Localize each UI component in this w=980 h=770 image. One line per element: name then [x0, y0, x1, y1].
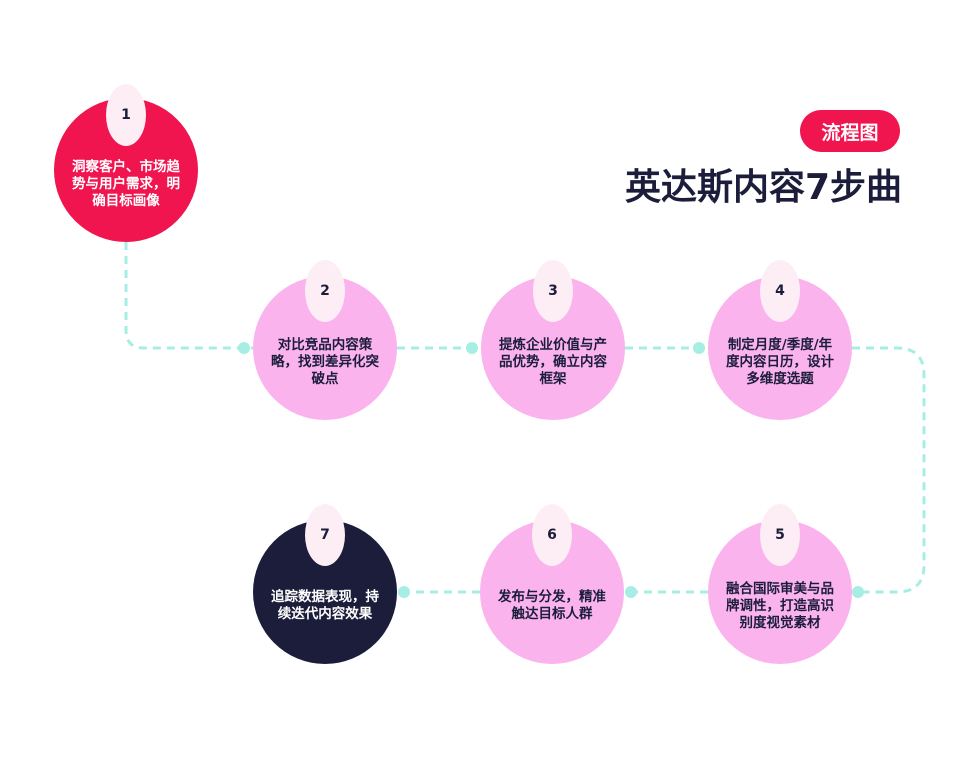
- connector-dot: [238, 342, 250, 354]
- connector-dot: [852, 586, 864, 598]
- step-text: 制定月度/季度/年度内容日历，设计多维度选题: [726, 336, 834, 387]
- step-number-badge: 4: [760, 260, 800, 322]
- step-text: 融合国际审美与品牌调性，打造高识别度视觉素材: [726, 580, 834, 631]
- step-text: 对比竞品内容策略，找到差异化突破点: [271, 336, 379, 387]
- step-number-badge: 5: [760, 504, 800, 566]
- connector-4-5: [852, 346, 926, 594]
- step-text: 提炼企业价值与产品优势，确立内容框架: [499, 336, 607, 387]
- connector-1-2: [124, 242, 253, 350]
- step-text: 发布与分发，精准触达目标人群: [498, 589, 606, 622]
- step-number-badge: 7: [305, 504, 345, 566]
- connector-dot: [625, 586, 637, 598]
- step-text: 洞察客户、市场趋势与用户需求，明确目标画像: [72, 158, 180, 209]
- diagram-type-tag: 流程图: [800, 110, 900, 152]
- connector-dot: [693, 342, 705, 354]
- page-title: 英达斯内容7步曲: [624, 167, 902, 208]
- step-number-badge: 1: [106, 84, 146, 146]
- step-number-badge: 3: [533, 260, 573, 322]
- step-number-badge: 6: [532, 504, 572, 566]
- step-number-badge: 2: [305, 260, 345, 322]
- connector-dot: [398, 586, 410, 598]
- connector-dot: [466, 342, 478, 354]
- step-text: 追踪数据表现，持续迭代内容效果: [271, 589, 379, 622]
